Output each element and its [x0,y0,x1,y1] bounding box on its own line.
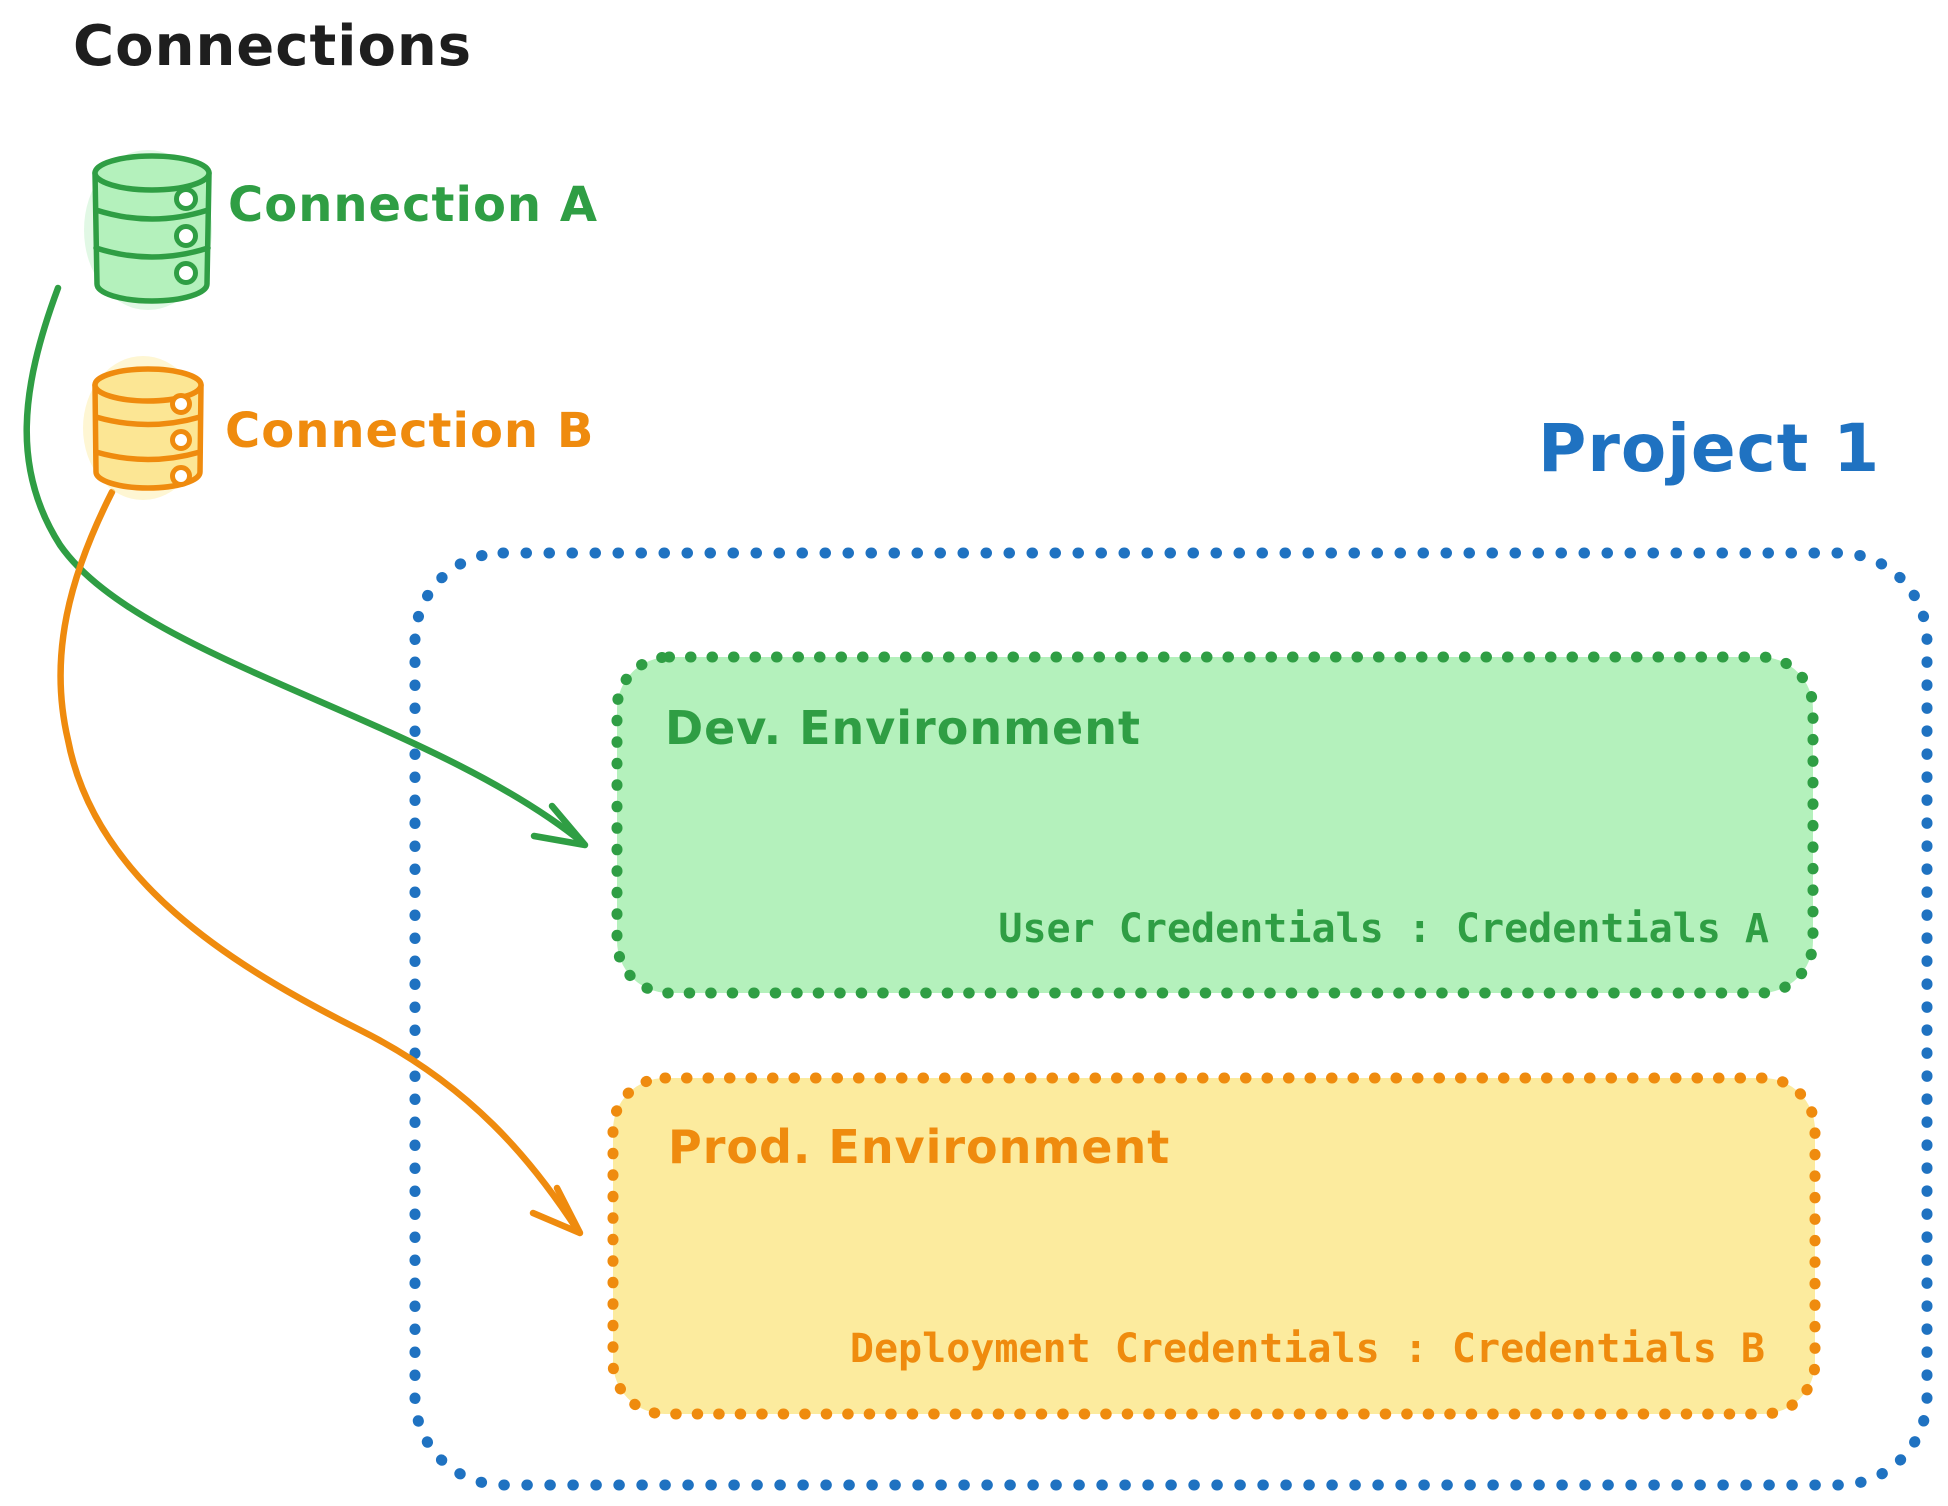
connection-a-arrow [23,284,589,849]
connection-b-arrow [57,488,584,1237]
project-box [409,547,1933,1491]
connection-b-label: Connection B [225,403,595,459]
connection-b-database-icon [83,356,204,500]
connection-a-label: Connection A [228,177,598,233]
prod-environment-credentials: Deployment Credentials : Credentials B [849,1326,1765,1372]
dev-environment-label: Dev. Environment [665,701,1141,755]
diagram-title: Connections [73,14,473,79]
prod-environment-box [607,1072,1821,1420]
dev-environment-credentials: User Credentials : Credentials A [998,906,1769,952]
prod-environment-label: Prod. Environment [668,1120,1171,1174]
dev-environment-box [611,651,1819,999]
project-label: Project 1 [1538,410,1881,487]
connection-a-database-icon [84,150,212,310]
